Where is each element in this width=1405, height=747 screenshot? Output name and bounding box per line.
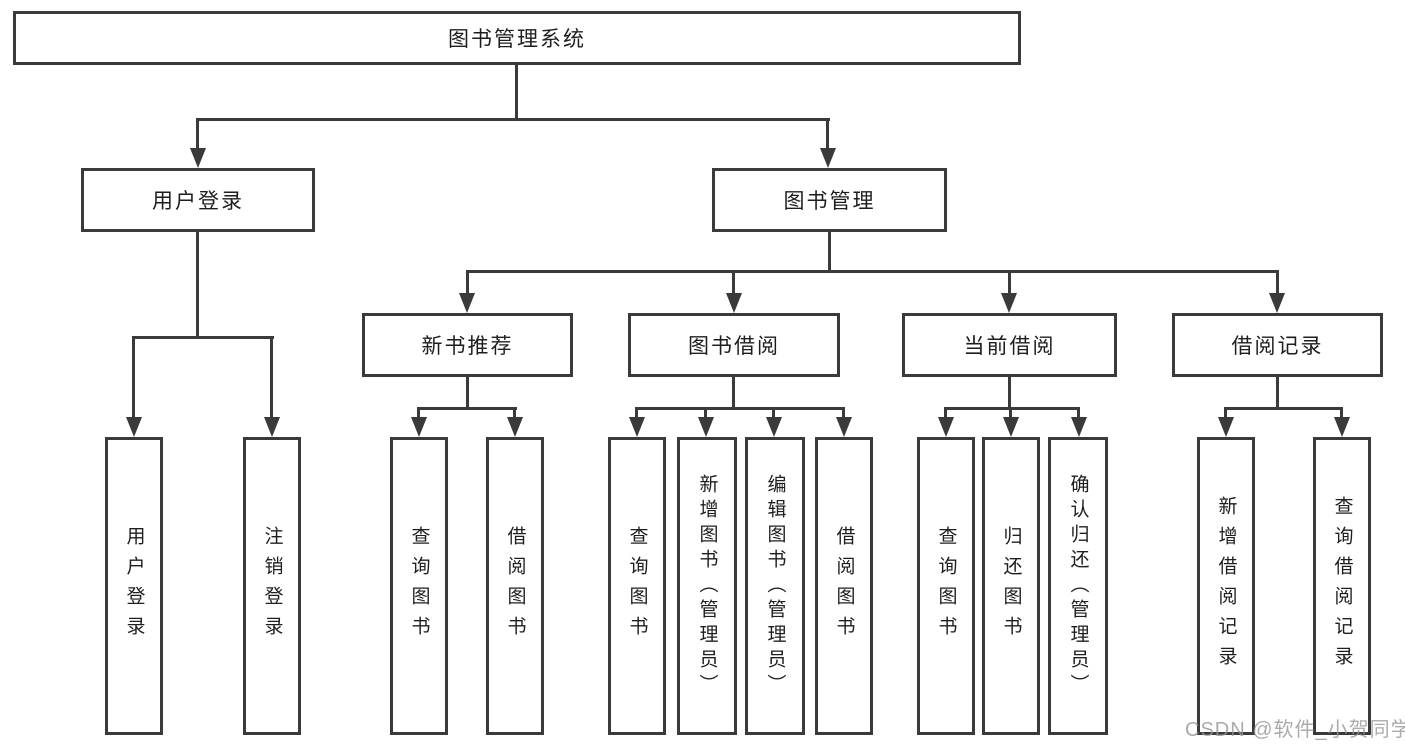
connector-records-drop — [1224, 407, 1227, 420]
connector-root-hline — [196, 118, 830, 121]
connector-userlogin-hline — [132, 336, 274, 339]
connector-current-hline — [944, 407, 1080, 410]
node-current-borrow: 当前借阅 — [902, 313, 1117, 377]
node-user-login: 用户登录 — [81, 168, 315, 232]
connector-records-hline — [1224, 407, 1343, 410]
arrowhead-down-icon — [698, 417, 714, 437]
csdn-watermark: CSDN @软件_小贺同学 — [1185, 719, 1405, 741]
connector-newrec-drop — [513, 407, 516, 420]
leaf-newrec-query-book: 查询图书 — [390, 437, 448, 735]
connector-current-drop — [944, 407, 947, 420]
arrowhead-down-icon — [1071, 417, 1087, 437]
connector-borrow-hline — [635, 407, 845, 410]
arrowhead-down-icon — [820, 148, 836, 168]
connector-userlogin-vline — [196, 232, 199, 336]
arrowhead-down-icon — [459, 293, 475, 313]
arrowhead-down-icon — [1334, 417, 1350, 437]
arrowhead-down-icon — [126, 417, 142, 437]
connector-newrec-hline — [417, 407, 517, 410]
connector-borrow-vline — [732, 377, 735, 407]
leaf-records-query-record: 查询借阅记录 — [1313, 437, 1371, 735]
connector-root-drop-left — [196, 118, 199, 152]
arrowhead-down-icon — [1001, 293, 1017, 313]
node-library-system: 图书管理系统 — [13, 11, 1021, 65]
arrowhead-down-icon — [766, 417, 782, 437]
connector-records-drop — [1340, 407, 1343, 420]
connector-current-drop — [1077, 407, 1080, 420]
connector-current-drop — [1009, 407, 1012, 420]
connector-bookmgmt-drop — [732, 270, 735, 296]
leaf-borrow-borrow-book: 借阅图书 — [815, 437, 873, 735]
connector-newrec-vline — [466, 377, 469, 407]
arrowhead-down-icon — [726, 293, 742, 313]
arrowhead-down-icon — [1218, 417, 1234, 437]
node-book-borrow: 图书借阅 — [628, 313, 840, 377]
arrowhead-down-icon — [411, 417, 427, 437]
connector-bookmgmt-vline — [828, 232, 831, 270]
connector-borrow-drop — [772, 407, 775, 420]
node-borrow-records: 借阅记录 — [1172, 313, 1383, 377]
connector-bookmgmt-drop — [466, 270, 469, 296]
node-new-book-recommend: 新书推荐 — [362, 313, 573, 377]
connector-records-vline — [1276, 377, 1279, 407]
connector-root-vline — [515, 65, 518, 119]
leaf-user-login: 用户登录 — [105, 437, 163, 735]
connector-borrow-drop — [842, 407, 845, 420]
leaf-current-return-book: 归还图书 — [982, 437, 1040, 735]
connector-root-drop-right — [826, 118, 829, 152]
arrowhead-down-icon — [1269, 293, 1285, 313]
leaf-newrec-borrow-book: 借阅图书 — [486, 437, 544, 735]
connector-current-vline — [1008, 377, 1011, 407]
leaf-logout-login: 注销登录 — [243, 437, 301, 735]
arrowhead-down-icon — [938, 417, 954, 437]
arrowhead-down-icon — [507, 417, 523, 437]
connector-bookmgmt-hline — [466, 270, 1279, 273]
connector-userlogin-drop — [132, 336, 135, 420]
arrowhead-down-icon — [264, 417, 280, 437]
leaf-records-add-record: 新增借阅记录 — [1197, 437, 1255, 735]
node-book-management: 图书管理 — [712, 168, 947, 232]
connector-userlogin-drop — [270, 336, 273, 420]
connector-bookmgmt-drop — [1008, 270, 1011, 296]
arrowhead-down-icon — [629, 417, 645, 437]
arrowhead-down-icon — [836, 417, 852, 437]
leaf-current-query-book: 查询图书 — [917, 437, 975, 735]
leaf-current-confirm-return-admin: 确认归还（管理员） — [1048, 437, 1108, 735]
arrowhead-down-icon — [1003, 417, 1019, 437]
connector-borrow-drop — [704, 407, 707, 420]
leaf-borrow-edit-book-admin: 编辑图书（管理员） — [745, 437, 805, 735]
leaf-borrow-add-book-admin: 新增图书（管理员） — [677, 437, 737, 735]
leaf-borrow-query-book: 查询图书 — [608, 437, 666, 735]
connector-borrow-drop — [635, 407, 638, 420]
connector-bookmgmt-drop — [1276, 270, 1279, 296]
arrowhead-down-icon — [190, 148, 206, 168]
connector-newrec-drop — [417, 407, 420, 420]
